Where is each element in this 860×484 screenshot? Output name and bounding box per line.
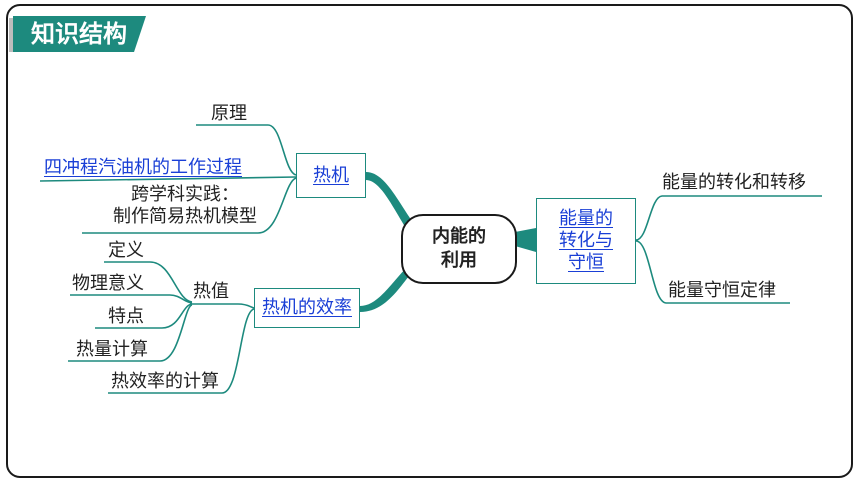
leaf-practice: 跨学科实践： 制作简易热机模型 <box>113 184 257 227</box>
node-heat-engine-label[interactable]: 热机 <box>313 164 349 186</box>
branch-center-heat-engine <box>366 172 414 230</box>
connector-physical-meaning <box>70 294 193 304</box>
connector-four-stroke <box>39 176 297 182</box>
leaf-heat-value: 热值 <box>193 281 229 302</box>
leaf-features: 特点 <box>108 306 144 327</box>
connector-features <box>95 303 193 329</box>
leaf-heat-calc: 热量计算 <box>76 339 148 360</box>
node-conversion[interactable]: 能量的 转化与 守恒 <box>536 198 636 284</box>
connector-efficiency-calc <box>108 308 255 394</box>
branch-center-efficiency <box>360 266 412 312</box>
leaf-energy-transfer: 能量的转化和转移 <box>662 172 806 193</box>
leaf-four-stroke[interactable]: 四冲程汽油机的工作过程 <box>44 157 242 178</box>
leaf-physical-meaning: 物理意义 <box>72 273 144 294</box>
connector-heat-calc <box>68 304 193 362</box>
connector-conservation-law <box>635 240 790 304</box>
leaf-efficiency-calc: 热效率的计算 <box>111 371 219 392</box>
leaf-definition: 定义 <box>108 240 144 261</box>
node-efficiency-label[interactable]: 热机的效率 <box>262 297 352 318</box>
node-heat-engine[interactable]: 热机 <box>296 153 366 198</box>
connector-definition <box>104 261 193 303</box>
node-efficiency[interactable]: 热机的效率 <box>254 288 360 328</box>
page-title: 知识结构 <box>13 16 146 52</box>
connector-practice <box>82 177 297 234</box>
connector-heat-value <box>190 303 255 309</box>
leaf-conservation-law: 能量守恒定律 <box>668 280 776 301</box>
branch-center-conversion <box>515 228 540 252</box>
title-tab-shadow <box>9 18 14 52</box>
connector-principle <box>196 124 297 176</box>
connector-energy-transfer <box>635 195 822 241</box>
leaf-principle: 原理 <box>211 103 247 124</box>
center-node: 内能的 利用 <box>401 214 517 284</box>
node-conversion-label[interactable]: 能量的 转化与 守恒 <box>559 208 613 273</box>
